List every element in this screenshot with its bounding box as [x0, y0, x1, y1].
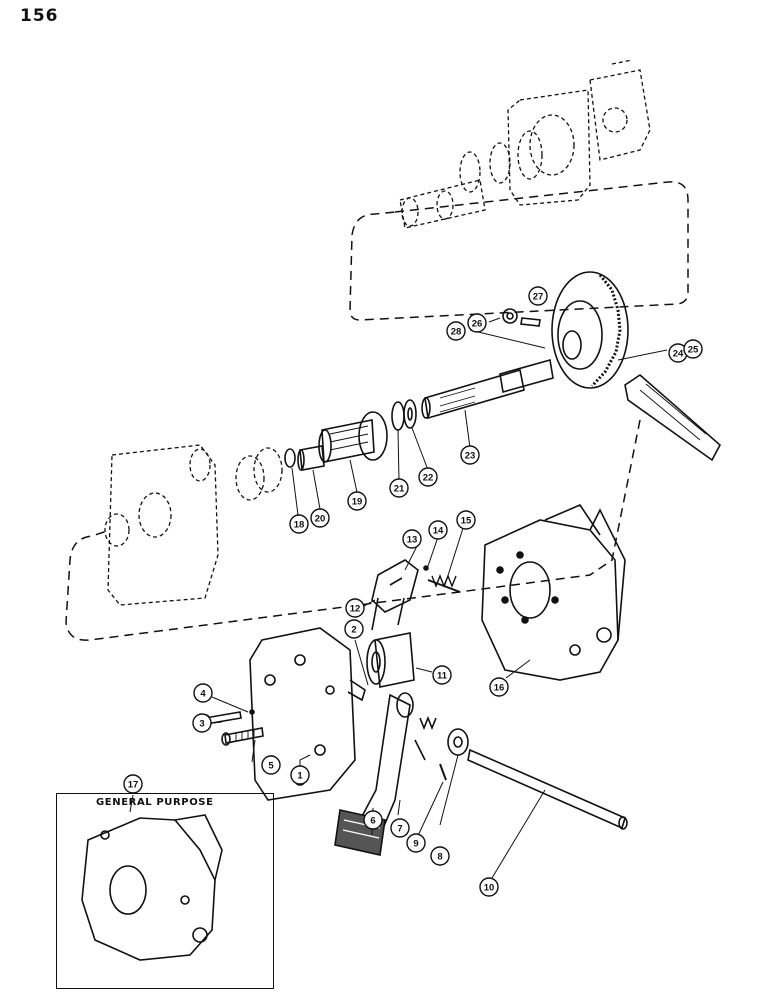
callout-4: 4	[193, 683, 213, 703]
part-16-housing	[481, 504, 626, 681]
callout-label: 5	[268, 761, 274, 772]
part-26-pinion-gear	[502, 308, 518, 324]
part-13-fork	[371, 559, 419, 613]
callout-label: 3	[199, 719, 204, 730]
callout-13: 13	[402, 529, 422, 549]
callout-28: 28	[446, 321, 466, 341]
callout-12: 12	[345, 598, 365, 618]
callout-label: 23	[465, 451, 476, 462]
callout-11: 11	[432, 665, 452, 685]
callout-18: 18	[289, 514, 309, 534]
part-4-washer	[249, 709, 255, 715]
callout-5: 5	[261, 755, 281, 775]
callout-21: 21	[389, 478, 409, 498]
part-19-gear	[321, 419, 375, 463]
callout-14: 14	[428, 520, 448, 540]
callout-2: 2	[344, 619, 364, 639]
callout-label: 19	[352, 497, 363, 508]
callout-20: 20	[310, 508, 330, 528]
callout-9: 9	[406, 833, 426, 853]
part-21-washer	[391, 401, 405, 431]
callout-label: 2	[351, 625, 356, 636]
callout-17: 17	[123, 774, 143, 794]
callout-23: 23	[460, 445, 480, 465]
callout-label: 11	[437, 671, 448, 682]
part-27-pin	[520, 317, 541, 327]
callout-label: 15	[461, 516, 472, 527]
callout-label: 24	[673, 349, 684, 360]
part-22-washer	[403, 399, 417, 429]
callout-label: 20	[315, 514, 326, 525]
callout-label: 27	[533, 292, 544, 303]
inset-title: GENERAL PURPOSE	[96, 797, 214, 808]
callout-25: 25	[683, 339, 703, 359]
callout-1: 1	[290, 765, 310, 785]
callout-16: 16	[489, 677, 509, 697]
callout-label: 26	[472, 319, 483, 330]
part-23-shaft	[424, 368, 525, 420]
callout-8: 8	[430, 846, 450, 866]
callout-7: 7	[390, 818, 410, 838]
phantom-housing-cover	[104, 444, 283, 606]
part-10-shaft	[467, 748, 626, 830]
callout-label: 1	[297, 771, 303, 782]
callout-label: 13	[407, 535, 418, 546]
callout-3: 3	[192, 713, 212, 733]
part-25-pinion	[624, 373, 722, 462]
phantom-transmission-group	[65, 181, 689, 641]
callout-27: 27	[528, 286, 548, 306]
part-24-ring-gear	[551, 271, 629, 389]
part-18-ring	[284, 448, 296, 468]
callout-label: 21	[394, 484, 405, 495]
callout-label: 18	[294, 520, 305, 531]
callout-label: 8	[437, 852, 442, 863]
part-9-pin	[439, 763, 447, 781]
callout-label: 10	[484, 883, 495, 894]
callout-10: 10	[479, 877, 499, 897]
shift-fork-group	[371, 559, 461, 631]
page-number: 156	[20, 6, 59, 26]
callout-label: 16	[494, 683, 505, 694]
callout-label: 6	[370, 816, 375, 827]
callout-label: 22	[423, 473, 434, 484]
cross-shaft-group	[439, 728, 628, 830]
part-5-bolt	[224, 727, 264, 744]
callout-label: 7	[397, 824, 402, 835]
part-20-sleeve	[299, 445, 325, 471]
callout-6: 6	[363, 810, 383, 830]
callout-15: 15	[456, 510, 476, 530]
callout-label: 4	[200, 689, 206, 700]
part-7-spring	[419, 715, 437, 731]
callout-19: 19	[347, 491, 367, 511]
leader-lines	[129, 317, 668, 879]
callout-label: 12	[350, 604, 361, 615]
callout-label: 28	[451, 327, 462, 338]
general-purpose-inset	[56, 793, 274, 989]
phantom-upper-parts	[399, 59, 651, 229]
part-8-collar	[447, 728, 469, 756]
callout-label: 14	[433, 526, 444, 537]
part-11-collar	[366, 632, 415, 688]
callout-label: 17	[128, 780, 139, 791]
callout-label: 25	[688, 345, 699, 356]
callout-label: 9	[413, 839, 418, 850]
inset-housing-drawing	[81, 814, 223, 961]
main-shaft-assembly	[284, 271, 722, 471]
callout-26: 26	[467, 313, 487, 333]
callout-22: 22	[418, 467, 438, 487]
